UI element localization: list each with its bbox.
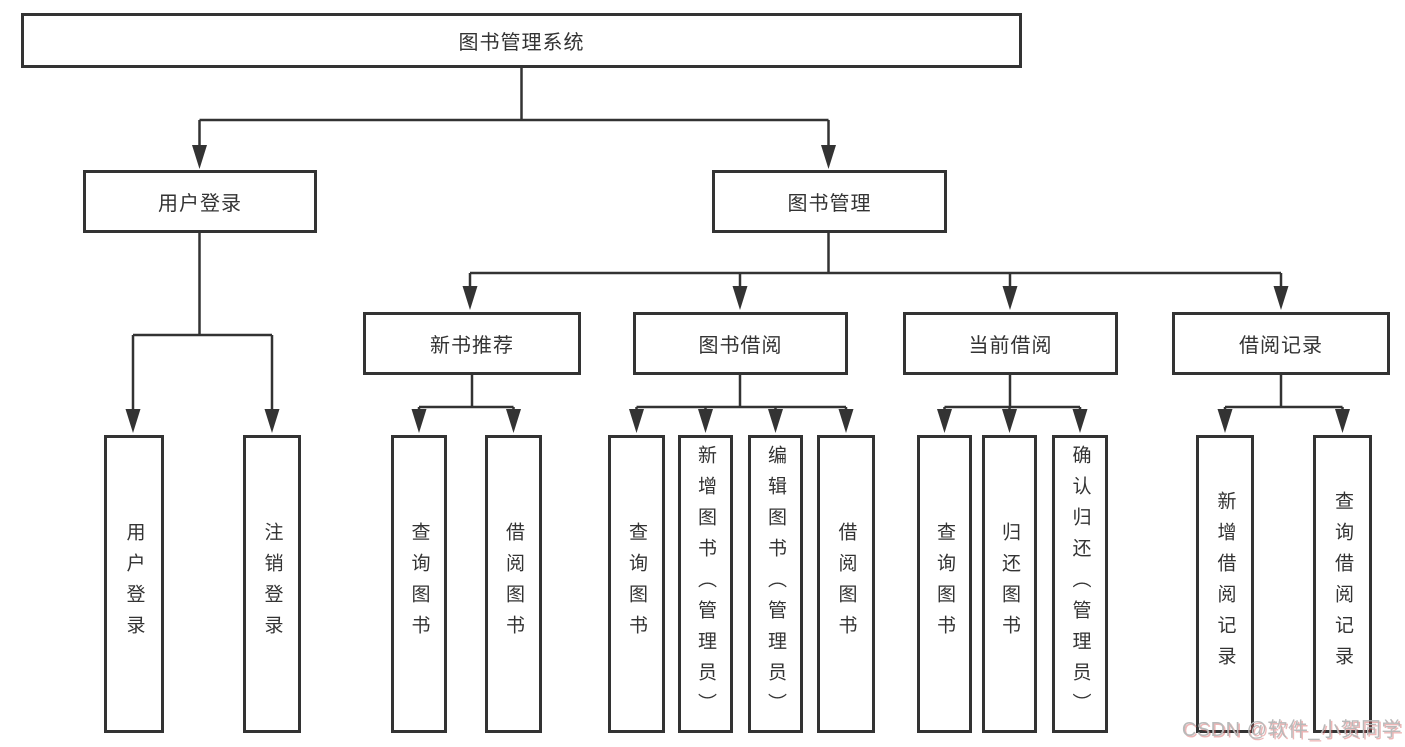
- leaf-add-books-admin: 新增图书（管理员）: [678, 435, 733, 733]
- node-new-book-recommendation: 新书推荐: [363, 312, 581, 375]
- leaf-borrow-books-label: 借阅图书: [835, 522, 857, 646]
- node-book-management: 图书管理: [712, 170, 947, 233]
- leaf-add-borrow-record-label: 新增借阅记录: [1214, 491, 1236, 677]
- leaf-borrow-books-recommend: 借阅图书: [485, 435, 542, 733]
- leaf-query-borrow-record: 查询借阅记录: [1313, 435, 1372, 733]
- leaf-return-books: 归还图书: [982, 435, 1037, 733]
- leaf-query-books-borrowing-label: 查询图书: [626, 522, 647, 646]
- arrowheads: [125, 145, 1350, 433]
- leaf-edit-books-admin-label: 编辑图书（管理员）: [765, 444, 786, 724]
- leaf-user-login: 用户登录: [104, 435, 164, 733]
- node-borrowing-records: 借阅记录: [1172, 312, 1390, 375]
- leaf-query-books-recommend-label: 查询图书: [408, 522, 430, 646]
- node-book-borrowing: 图书借阅: [633, 312, 848, 375]
- node-user-login: 用户登录: [83, 170, 317, 233]
- leaf-logout: 注销登录: [243, 435, 301, 733]
- node-root-label: 图书管理系统: [458, 32, 585, 54]
- leaf-edit-books-admin: 编辑图书（管理员）: [748, 435, 803, 733]
- node-root: 图书管理系统: [21, 13, 1022, 68]
- leaf-query-books-recommend: 查询图书: [391, 435, 447, 733]
- csdn-watermark: CSDN @软件_小贺同学: [1181, 719, 1402, 741]
- node-current-borrowing-label: 当前借阅: [968, 335, 1053, 357]
- leaf-return-books-label: 归还图书: [999, 522, 1020, 646]
- leaf-query-books-current-label: 查询图书: [934, 522, 955, 646]
- leaf-add-borrow-record: 新增借阅记录: [1196, 435, 1254, 733]
- leaf-query-books-current: 查询图书: [917, 435, 972, 733]
- leaf-borrow-books-recommend-label: 借阅图书: [503, 522, 524, 646]
- leaf-confirm-return-admin-label: 确认归还（管理员）: [1069, 444, 1091, 724]
- node-book-borrowing-label: 图书借阅: [698, 335, 783, 357]
- node-user-login-label: 用户登录: [158, 193, 242, 215]
- leaf-confirm-return-admin: 确认归还（管理员）: [1052, 435, 1108, 733]
- node-current-borrowing: 当前借阅: [903, 312, 1118, 375]
- node-book-management-label: 图书管理: [787, 193, 872, 215]
- leaf-query-books-borrowing: 查询图书: [608, 435, 665, 733]
- leaf-add-books-admin-label: 新增图书（管理员）: [695, 444, 716, 724]
- node-new-book-recommendation-label: 新书推荐: [430, 335, 514, 357]
- leaf-borrow-books: 借阅图书: [817, 435, 875, 733]
- leaf-query-borrow-record-label: 查询借阅记录: [1332, 491, 1353, 677]
- leaf-user-login-label: 用户登录: [123, 522, 145, 646]
- node-borrowing-records-label: 借阅记录: [1239, 335, 1323, 357]
- leaf-logout-label: 注销登录: [261, 522, 283, 646]
